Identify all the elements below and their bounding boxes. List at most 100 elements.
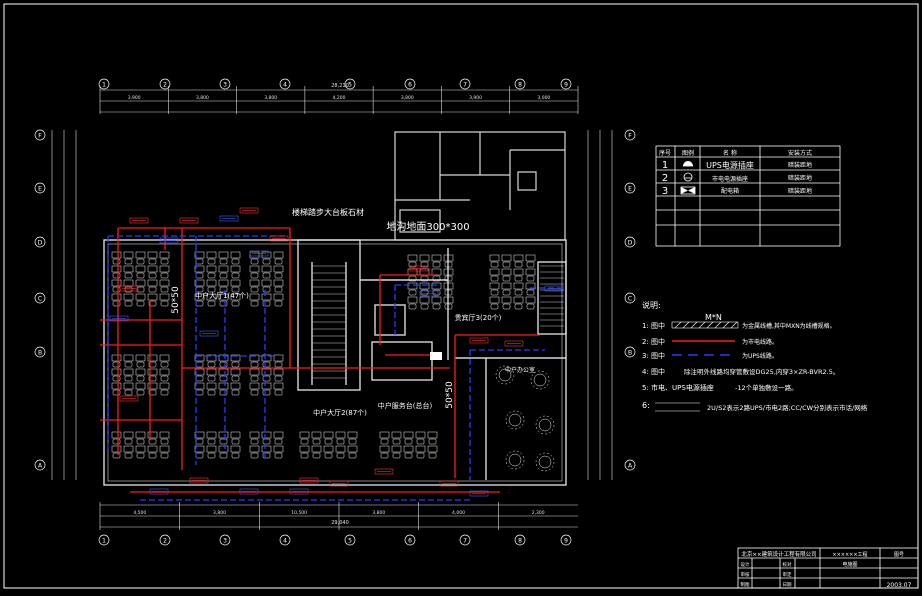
table-chairs bbox=[495, 365, 515, 385]
chair bbox=[207, 452, 216, 459]
axis-bubble bbox=[560, 78, 572, 90]
chair bbox=[526, 275, 535, 282]
desk bbox=[159, 431, 170, 439]
desk bbox=[135, 251, 146, 259]
chair bbox=[250, 272, 259, 279]
axis-bubble bbox=[514, 534, 526, 546]
chair bbox=[348, 452, 357, 459]
chair bbox=[502, 275, 511, 282]
desk bbox=[159, 445, 170, 453]
desk bbox=[147, 368, 158, 376]
bottom-dimension-value: 4,500 bbox=[133, 510, 146, 516]
total-dimension-top: 28,210 bbox=[331, 83, 349, 89]
desk bbox=[206, 431, 217, 439]
chair bbox=[262, 300, 271, 307]
desk bbox=[230, 382, 241, 390]
desk bbox=[159, 279, 170, 287]
circuit-tag-mains bbox=[129, 217, 149, 224]
desk bbox=[111, 368, 122, 376]
chair bbox=[274, 375, 283, 382]
chair bbox=[392, 452, 401, 459]
chair bbox=[444, 289, 453, 296]
chair bbox=[231, 258, 240, 265]
desk bbox=[111, 265, 122, 273]
desk bbox=[159, 251, 170, 259]
desk bbox=[525, 282, 536, 290]
chair bbox=[219, 361, 228, 368]
chair bbox=[219, 300, 228, 307]
desk bbox=[261, 279, 272, 287]
chair bbox=[136, 389, 145, 396]
chair bbox=[408, 261, 417, 268]
desk bbox=[123, 354, 134, 362]
chair bbox=[514, 303, 523, 310]
desk bbox=[230, 368, 241, 376]
distribution-box-icon bbox=[680, 186, 696, 195]
desk bbox=[261, 293, 272, 301]
chair bbox=[231, 452, 240, 459]
desk bbox=[427, 431, 438, 439]
column-axis-label: 9 bbox=[564, 82, 568, 89]
column-axis-label: 5 bbox=[348, 82, 352, 89]
chair bbox=[195, 452, 204, 459]
chair bbox=[416, 438, 425, 445]
desk bbox=[261, 368, 272, 376]
chair bbox=[160, 286, 169, 293]
chair bbox=[112, 452, 121, 459]
chair bbox=[124, 300, 133, 307]
desk bbox=[194, 279, 205, 287]
desk bbox=[249, 445, 260, 453]
desk bbox=[335, 431, 346, 439]
desk bbox=[194, 293, 205, 301]
circuit-tag-mains bbox=[409, 265, 429, 272]
column-axis-label: 8 bbox=[518, 538, 522, 545]
chair bbox=[124, 286, 133, 293]
legend-header-no: 序号 bbox=[659, 149, 671, 157]
round-table bbox=[533, 373, 547, 387]
vertical-dim-label: 50*50 bbox=[171, 286, 181, 314]
chair bbox=[274, 361, 283, 368]
desk bbox=[501, 254, 512, 262]
chair bbox=[160, 452, 169, 459]
desk bbox=[419, 282, 430, 290]
desk bbox=[111, 279, 122, 287]
desk bbox=[501, 268, 512, 276]
chair bbox=[428, 438, 437, 445]
chair bbox=[207, 361, 216, 368]
chair bbox=[262, 258, 271, 265]
chair bbox=[336, 438, 345, 445]
chair bbox=[420, 275, 429, 282]
desk bbox=[230, 431, 241, 439]
row-axis-label: A bbox=[628, 463, 633, 470]
desk bbox=[443, 282, 454, 290]
desk bbox=[391, 445, 402, 453]
chair bbox=[207, 258, 216, 265]
desk bbox=[230, 445, 241, 453]
desk bbox=[159, 293, 170, 301]
desk bbox=[261, 431, 272, 439]
chair bbox=[262, 286, 271, 293]
desk bbox=[123, 368, 134, 376]
circuit-tag-ups bbox=[469, 490, 489, 497]
desk bbox=[159, 265, 170, 273]
desk bbox=[347, 445, 358, 453]
desk bbox=[273, 293, 284, 301]
column-axis-label: 7 bbox=[463, 538, 467, 545]
note3-num: 3: 图中 bbox=[642, 351, 665, 360]
bottom-dimension-value: 3,800 bbox=[213, 510, 226, 516]
table-chairs bbox=[505, 410, 525, 430]
chair bbox=[160, 375, 169, 382]
chair bbox=[136, 375, 145, 382]
duct-note: 地沟地面300*300 bbox=[386, 220, 469, 233]
desk bbox=[431, 254, 442, 262]
desk bbox=[123, 445, 134, 453]
chair bbox=[262, 438, 271, 445]
desk bbox=[525, 268, 536, 276]
chair bbox=[428, 452, 437, 459]
column-axis-label: 6 bbox=[408, 538, 412, 545]
chair bbox=[262, 361, 271, 368]
circuit-tag-mains bbox=[119, 285, 139, 292]
desk bbox=[273, 265, 284, 273]
desk bbox=[135, 265, 146, 273]
chair bbox=[250, 375, 259, 382]
